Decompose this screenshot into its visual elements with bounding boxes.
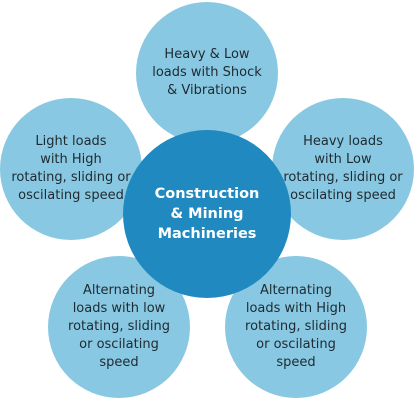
petal-upper-left: Light loads with High rotating, sliding … — [0, 98, 142, 240]
petal-lower-left-label: Alternating loads with low rotating, sli… — [68, 283, 170, 370]
center-hub: Construction & Mining Machineries — [123, 130, 291, 298]
petal-upper-left-label: Light loads with High rotating, sliding … — [11, 134, 131, 203]
petal-upper-right: Heavy loads with Low rotating, sliding o… — [272, 98, 414, 240]
petal-top: Heavy & Low loads with Shock & Vibration… — [136, 2, 278, 144]
petal-upper-right-label: Heavy loads with Low rotating, sliding o… — [283, 134, 403, 203]
center-hub-label: Construction & Mining Machineries — [154, 186, 260, 242]
petal-lower-right-label: Alternating loads with High rotating, sl… — [245, 283, 347, 370]
petal-lower-right: Alternating loads with High rotating, sl… — [225, 256, 367, 398]
petal-top-label: Heavy & Low loads with Shock & Vibration… — [152, 47, 262, 98]
